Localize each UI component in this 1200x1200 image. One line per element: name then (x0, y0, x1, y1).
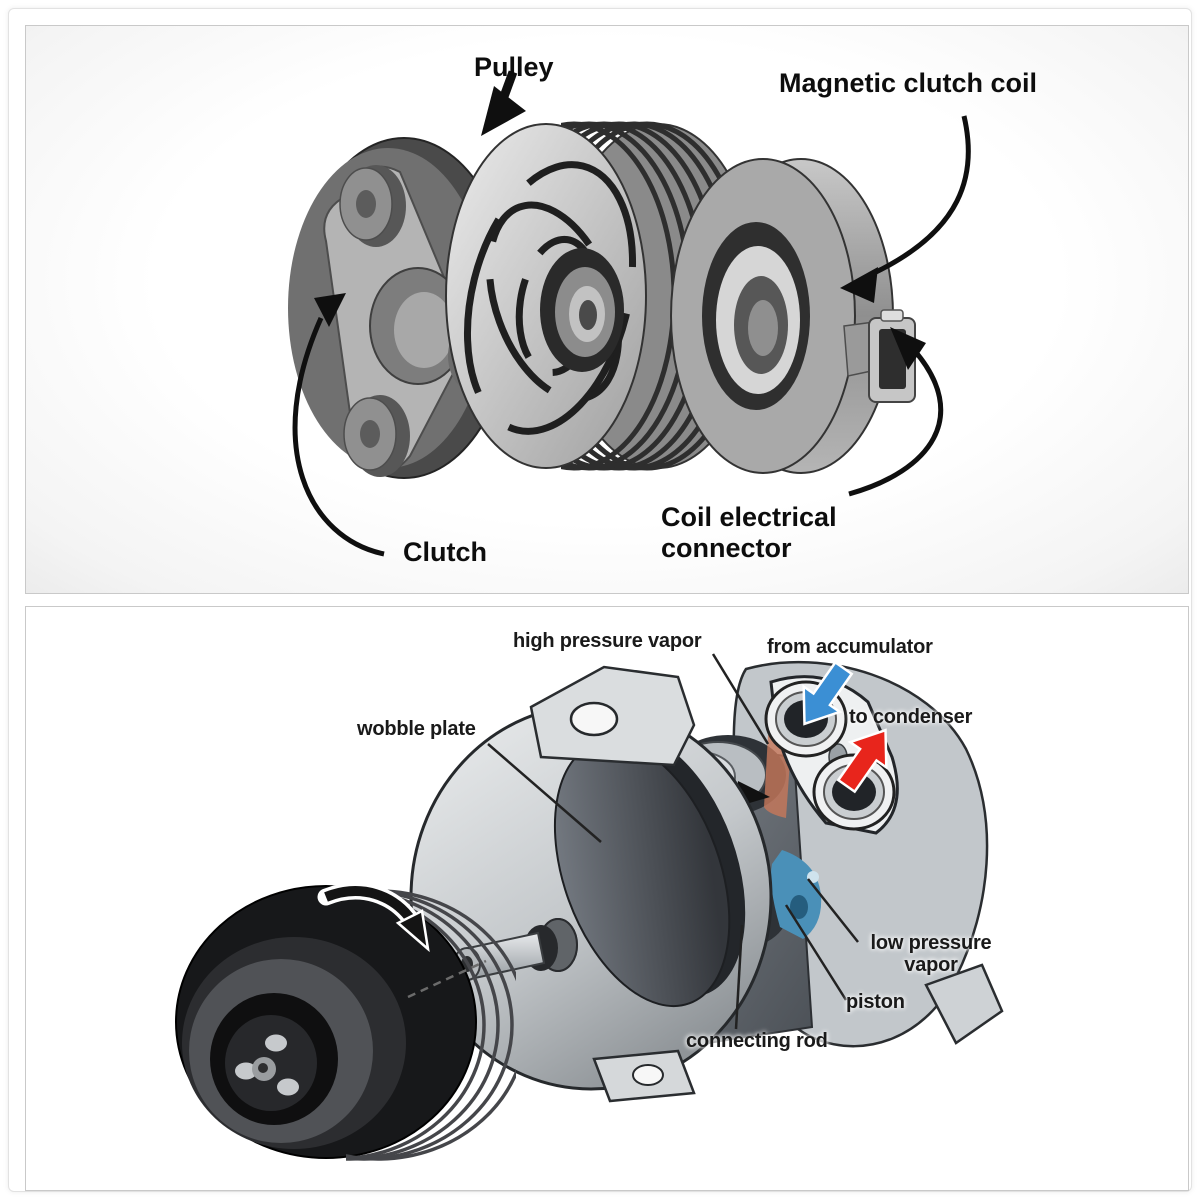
label-from-accumulator: from accumulator (767, 636, 933, 658)
compressor-cutaway-illustration (175, 653, 1004, 1161)
coil-connector-arrow (848, 327, 944, 497)
label-clutch: Clutch (403, 537, 487, 567)
label-magnetic-clutch-coil: Magnetic clutch coil (779, 68, 1038, 98)
magnetic-coil-housing (670, 158, 894, 474)
high-pressure-vapor-leader (711, 653, 770, 745)
label-low-pressure-vapor: low pressure vapor (846, 932, 1016, 976)
label-coil-electrical-connector-line1: Coil electrical (661, 502, 837, 532)
label-coil-electrical-connector-line2: connector (661, 533, 792, 563)
wobble-plate-leader (487, 743, 602, 843)
clutch-exploded-illustration (288, 70, 971, 557)
piston-leader (784, 904, 848, 1001)
label-wobble-plate: wobble plate (357, 718, 476, 740)
label-pulley: Pulley (474, 52, 554, 82)
label-coil-electrical-connector: Coil electrical connector (661, 502, 837, 564)
label-low-pressure-vapor-line2: vapor (904, 954, 958, 976)
low-pressure-passage (771, 850, 822, 939)
label-low-pressure-vapor-line1: low pressure (870, 932, 992, 954)
clutch-arrow (292, 293, 385, 557)
alignment-dashed-line (407, 959, 487, 999)
low-pressure-vapor-leader (807, 878, 859, 943)
diagram-card: Pulley Magnetic clutch coil Coil electri… (8, 8, 1192, 1192)
magnetic-clutch-coil-arrow (840, 115, 971, 303)
from-accumulator-arrow-icon (802, 660, 854, 726)
wobble-plate-part (553, 732, 746, 1008)
clutch-pulley-assembly (175, 885, 516, 1161)
clutch-exploded-panel: Pulley Magnetic clutch coil Coil electri… (25, 25, 1189, 594)
label-to-condenser: to condenser (849, 706, 973, 728)
mounting-foot (592, 1049, 696, 1103)
pulley-arrow (481, 70, 526, 136)
leader-lines (487, 653, 859, 1030)
clutch-plate (288, 137, 513, 479)
mounting-bracket (529, 665, 696, 767)
rotation-arrow (317, 882, 430, 953)
connecting-rod-leader (734, 924, 744, 1030)
to-condenser-arrow-icon (836, 728, 888, 794)
label-high-pressure-vapor: high pressure vapor (513, 630, 702, 652)
label-piston: piston (846, 991, 905, 1013)
compressor-cutaway-panel: high pressure vapor from accumulator to … (25, 606, 1189, 1191)
label-connecting-rod: connecting rod (686, 1030, 828, 1052)
